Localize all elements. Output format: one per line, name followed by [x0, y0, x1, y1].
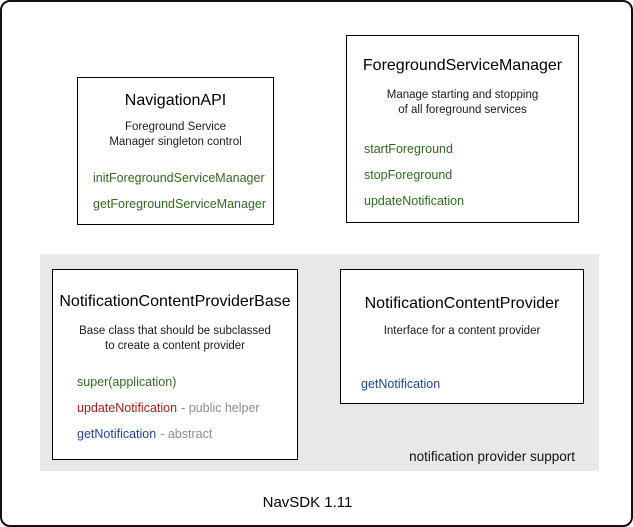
sdk-version-caption: NavSDK 1.11	[262, 494, 353, 511]
method-annotation: - abstract	[160, 427, 213, 441]
method-row: updateNotification- public helper	[77, 401, 297, 415]
method-label: startForeground	[364, 142, 453, 156]
method-row: getForegroundServiceManager	[93, 197, 273, 211]
method-list: super(application) updateNotification- p…	[53, 375, 297, 441]
description-line: Manage starting and stopping	[386, 89, 539, 101]
description-line: to create a content provider	[105, 340, 245, 352]
class-title: ForegroundServiceManager	[362, 57, 563, 74]
method-list: startForeground stopForeground updateNot…	[347, 142, 578, 208]
group-label: notification provider support	[409, 449, 575, 464]
class-box-foreground-service-manager: ForegroundServiceManager Manage starting…	[346, 35, 579, 223]
method-row: getNotification- abstract	[77, 427, 297, 441]
description-line: Manager singleton control	[109, 136, 242, 148]
method-label: initForegroundServiceManager	[93, 171, 265, 185]
method-list: getNotification	[341, 377, 583, 391]
method-label: getNotification	[77, 427, 157, 441]
method-label: updateNotification	[77, 401, 178, 415]
class-title: NotificationContentProvider	[364, 295, 560, 312]
class-title: NavigationAPI	[124, 92, 227, 109]
method-label: getNotification	[361, 377, 441, 391]
class-description: Interface for a content provider	[341, 324, 583, 339]
class-description: Base class that should be subclassed to …	[53, 324, 297, 354]
description-line: of all foreground services	[398, 104, 527, 116]
method-row: getNotification	[361, 377, 583, 391]
description-line: Base class that should be subclassed	[79, 325, 271, 337]
description-line: Interface for a content provider	[383, 325, 541, 337]
method-label: updateNotification	[364, 194, 465, 208]
method-list: initForegroundServiceManager getForegrou…	[78, 171, 273, 211]
class-description: Manage starting and stopping of all fore…	[347, 88, 578, 118]
description-line: Foreground Service	[125, 121, 226, 133]
class-title: NotificationContentProviderBase	[59, 293, 291, 310]
method-annotation: - public helper	[181, 401, 260, 415]
class-box-navigation-api: NavigationAPI Foreground Service Manager…	[77, 77, 274, 225]
method-row: startForeground	[364, 142, 578, 156]
class-box-notification-content-provider: NotificationContentProvider Interface fo…	[340, 269, 584, 404]
method-row: initForegroundServiceManager	[93, 171, 273, 185]
method-label: getForegroundServiceManager	[93, 197, 267, 211]
class-description: Foreground Service Manager singleton con…	[78, 120, 273, 150]
class-box-notification-content-provider-base: NotificationContentProviderBase Base cla…	[52, 269, 298, 460]
method-label: stopForeground	[364, 168, 453, 182]
method-row: stopForeground	[364, 168, 578, 182]
method-row: updateNotification	[364, 194, 578, 208]
method-row: super(application)	[77, 375, 297, 389]
method-label: super(application)	[77, 375, 177, 389]
